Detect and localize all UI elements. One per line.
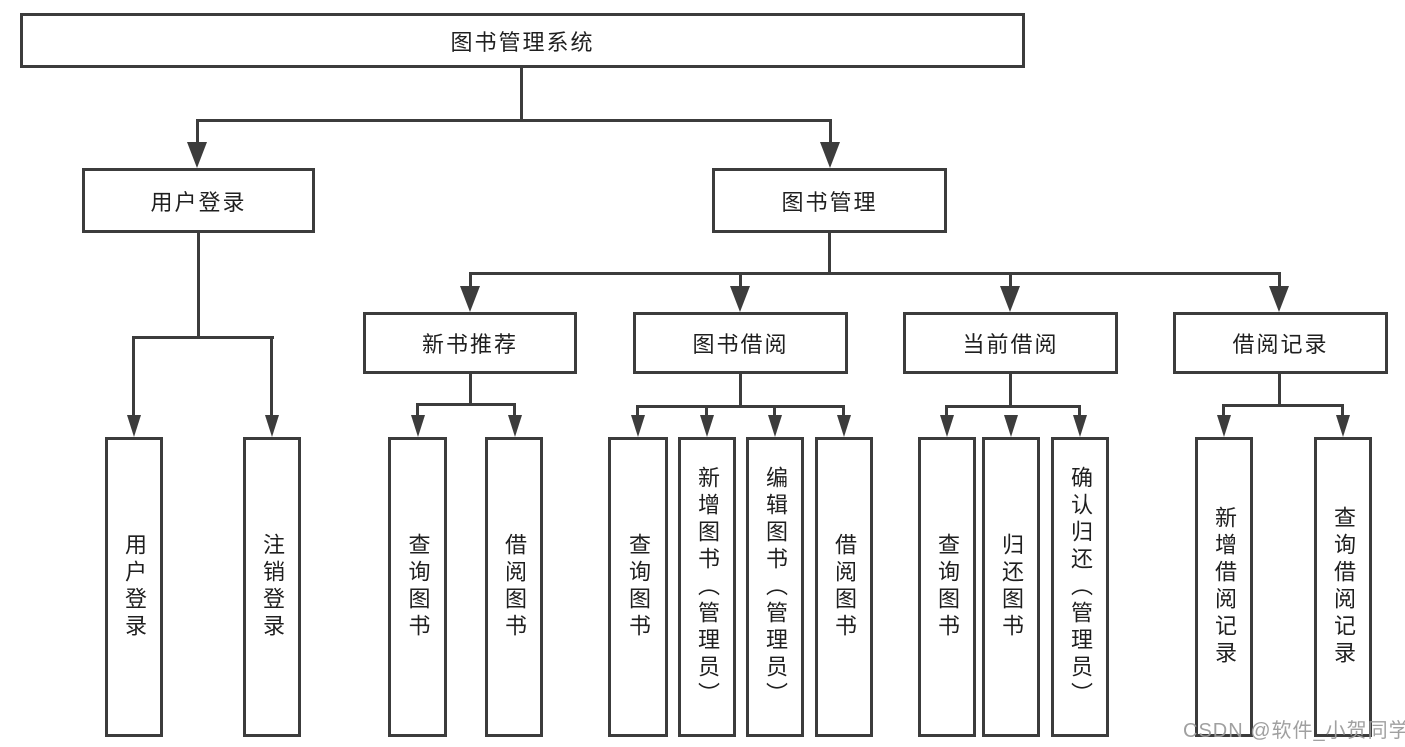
connector-line: [416, 403, 516, 406]
connector-line: [773, 405, 776, 417]
node-root-library-system: 图书管理系统: [20, 13, 1025, 68]
connector-line: [705, 405, 708, 417]
connector-line: [739, 272, 742, 290]
leaf-label: 确认归还（管理员）: [1068, 465, 1093, 709]
arrowhead-down: [631, 415, 645, 437]
leaf-confirm-return-admin: 确认归还（管理员）: [1051, 437, 1109, 737]
leaf-query-borrow-record: 查询借阅记录: [1314, 437, 1372, 737]
connector-line: [197, 233, 200, 339]
connector-line: [132, 336, 274, 339]
connector-line: [469, 272, 472, 290]
leaf-logout: 注销登录: [243, 437, 301, 737]
arrowhead-down: [1336, 415, 1350, 437]
arrowhead-down: [187, 142, 207, 168]
node-label: 图书管理: [781, 189, 878, 215]
connector-line: [945, 405, 948, 417]
arrowhead-down: [940, 415, 954, 437]
connector-line: [842, 405, 845, 417]
arrowhead-down: [1217, 415, 1231, 437]
leaf-label: 查询图书: [935, 533, 960, 641]
connector-line: [1278, 272, 1281, 290]
connector-line: [1009, 374, 1012, 408]
connector-line: [196, 119, 832, 122]
node-book-management: 图书管理: [712, 168, 947, 233]
arrowhead-down: [837, 415, 851, 437]
arrowhead-down: [508, 415, 522, 437]
node-new-book-recommend: 新书推荐: [363, 312, 577, 374]
arrowhead-down: [460, 286, 480, 312]
leaf-user-login: 用户登录: [105, 437, 163, 737]
connector-line: [945, 405, 1081, 408]
leaf-label: 编辑图书（管理员）: [763, 465, 788, 709]
connector-line: [469, 272, 1281, 275]
arrowhead-down: [1073, 415, 1087, 437]
leaf-label: 注销登录: [260, 533, 285, 641]
leaf-edit-books-admin: 编辑图书（管理员）: [746, 437, 804, 737]
leaf-label: 借阅图书: [832, 533, 857, 641]
connector-line: [1222, 404, 1225, 417]
node-label: 用户登录: [150, 189, 247, 215]
leaf-label: 查询借阅记录: [1331, 506, 1356, 668]
connector-line: [636, 405, 845, 408]
leaf-return-books: 归还图书: [982, 437, 1040, 737]
arrowhead-down: [820, 142, 840, 168]
connector-line: [1009, 272, 1012, 290]
connector-line: [1341, 404, 1344, 417]
arrowhead-down: [700, 415, 714, 437]
connector-line: [739, 374, 742, 408]
leaf-query-books-2: 查询图书: [608, 437, 668, 737]
arrowhead-down: [1269, 286, 1289, 312]
arrowhead-down: [127, 415, 141, 437]
connector-line: [1078, 405, 1081, 417]
node-label: 借阅记录: [1232, 332, 1329, 357]
leaf-borrow-books-1: 借阅图书: [485, 437, 543, 737]
leaf-add-borrow-record: 新增借阅记录: [1195, 437, 1253, 737]
leaf-label: 新增图书（管理员）: [695, 465, 720, 709]
leaf-add-books-admin: 新增图书（管理员）: [678, 437, 736, 737]
csdn-watermark: CSDN @软件_小贺同学: [1183, 720, 1405, 742]
connector-line: [513, 403, 516, 417]
node-label: 当前借阅: [962, 332, 1059, 357]
connector-line: [469, 374, 472, 406]
node-current-borrowing: 当前借阅: [903, 312, 1118, 374]
leaf-label: 查询图书: [405, 533, 431, 641]
node-user-login: 用户登录: [82, 168, 315, 233]
connector-line: [828, 233, 831, 275]
leaf-query-books-3: 查询图书: [918, 437, 976, 737]
connector-line: [636, 405, 639, 417]
arrowhead-down: [1000, 286, 1020, 312]
connector-line: [196, 119, 199, 145]
connector-line: [520, 68, 523, 121]
arrowhead-down: [265, 415, 279, 437]
arrowhead-down: [411, 415, 425, 437]
connector-line: [416, 403, 419, 417]
arrowhead-down: [768, 415, 782, 437]
node-borrowing-records: 借阅记录: [1173, 312, 1388, 374]
leaf-query-books-1: 查询图书: [388, 437, 447, 737]
node-label: 图书管理系统: [450, 29, 595, 55]
connector-line: [1222, 404, 1344, 407]
arrowhead-down: [730, 286, 750, 312]
connector-line: [270, 336, 273, 417]
leaf-label: 用户登录: [122, 533, 147, 641]
connector-line: [1278, 374, 1281, 407]
connector-line: [132, 336, 135, 417]
node-book-borrowing: 图书借阅: [633, 312, 848, 374]
arrowhead-down: [1004, 415, 1018, 437]
leaf-label: 归还图书: [999, 533, 1024, 641]
connector-line: [829, 119, 832, 145]
leaf-borrow-books-2: 借阅图书: [815, 437, 873, 737]
leaf-label: 新增借阅记录: [1212, 506, 1237, 668]
leaf-label: 查询图书: [626, 533, 651, 641]
node-label: 图书借阅: [692, 332, 789, 357]
leaf-label: 借阅图书: [502, 533, 527, 641]
node-label: 新书推荐: [421, 332, 518, 357]
